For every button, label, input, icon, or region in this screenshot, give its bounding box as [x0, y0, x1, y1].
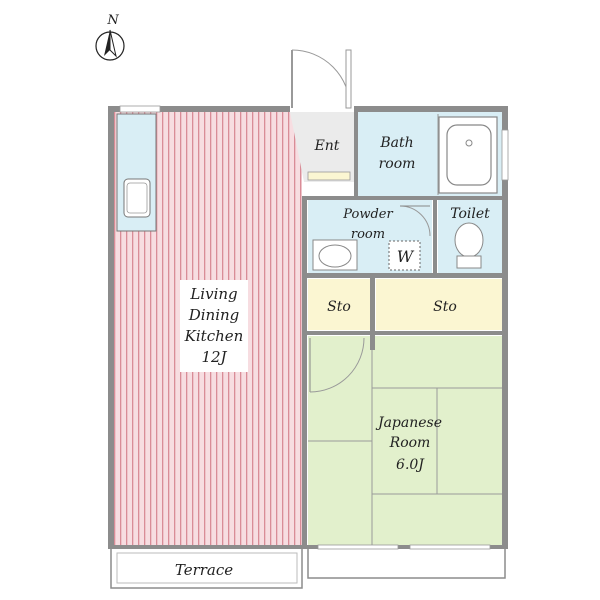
washer-space: [388, 240, 421, 271]
storage-large: [376, 279, 502, 330]
compass-label: N: [106, 13, 119, 28]
svg-text:6.0J: 6.0J: [396, 457, 425, 473]
svg-text:Japanese: Japanese: [375, 415, 442, 431]
north-compass-icon: N: [95, 13, 125, 61]
storage-small: [308, 279, 370, 330]
storage-small-label: Sto: [327, 299, 351, 315]
svg-text:room: room: [351, 227, 385, 242]
walls: [108, 106, 508, 549]
toilet-icon: [454, 222, 484, 269]
toilet-label: Toilet: [450, 206, 490, 222]
entrance-label: Ent: [314, 138, 340, 154]
ldk-label: Living Dining Kitchen 12J: [184, 285, 244, 366]
tatami-grid: [308, 336, 502, 545]
sink-icon: [123, 178, 151, 218]
terrace-label: Terrace: [175, 561, 233, 579]
japanese-room-label: Japanese Room 6.0J: [375, 415, 442, 473]
powder-label: Powder room: [342, 207, 393, 242]
washer-label: W: [397, 247, 415, 266]
japanese-door-swing: [309, 337, 365, 393]
svg-text:Room: Room: [389, 435, 431, 451]
balcony-right: [307, 547, 506, 579]
svg-text:Living: Living: [189, 285, 237, 303]
svg-text:Kitchen: Kitchen: [184, 327, 244, 345]
svg-text:12J: 12J: [201, 348, 227, 366]
svg-text:Bath: Bath: [379, 135, 413, 151]
windows: [119, 105, 509, 550]
svg-text:Dining: Dining: [188, 306, 240, 324]
terrace: Terrace: [110, 547, 303, 589]
svg-text:Powder: Powder: [342, 207, 393, 222]
entrance-door-icon: [291, 49, 352, 109]
storage-large-label: Sto: [433, 299, 457, 315]
entrance-floor: [290, 112, 354, 182]
svg-text:room: room: [379, 156, 416, 172]
bath-label: Bath room: [379, 135, 416, 172]
